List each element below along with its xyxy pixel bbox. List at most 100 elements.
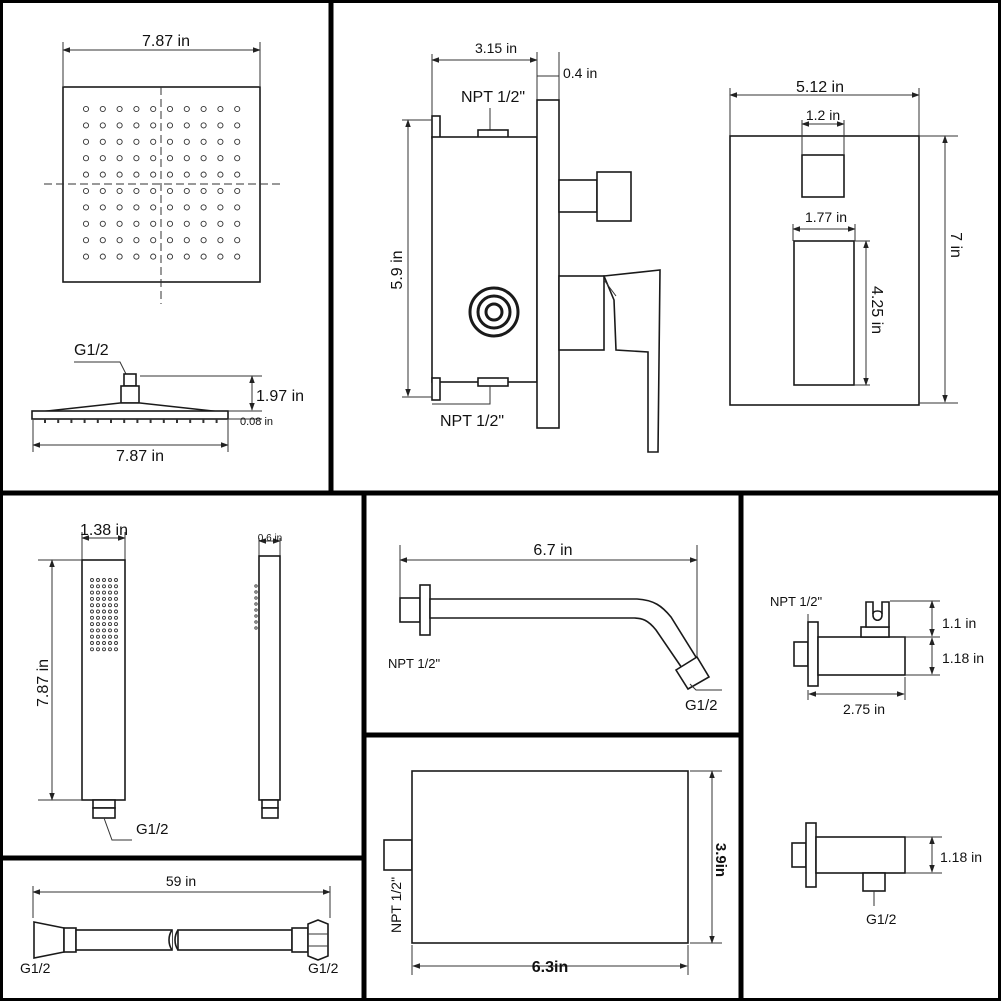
nozzle-dot (150, 122, 157, 129)
nozzle-dot (114, 622, 118, 627)
nozzle-dot (102, 641, 106, 645)
hand-shower-width-label: 1.38 in (80, 522, 128, 539)
nozzle-dot (82, 187, 90, 195)
nozzle-dot (133, 204, 140, 211)
nozzle-dot (217, 204, 224, 211)
nozzle-dot (82, 220, 90, 227)
rain-head-height-label: 1.97 in (256, 388, 304, 405)
nozzle-dot (200, 155, 207, 162)
tub-spout-width-label: 6.3in (532, 959, 568, 976)
valve-side-panel: 3.15 in 0.4 in NPT 1/2" 5.9 in NPT 1/2" (389, 40, 661, 453)
nozzle-dot (102, 622, 106, 627)
nozzle-dot (133, 187, 140, 195)
nozzle-dot (217, 187, 224, 195)
nozzle-dot (96, 628, 100, 633)
nozzle-dot (166, 122, 174, 129)
nozzle-dot (200, 253, 207, 260)
nozzle-dot (254, 608, 258, 612)
rain-head-side-width-label: 7.87 in (116, 448, 164, 465)
nozzle-dot (217, 220, 224, 227)
nozzle-dot (217, 237, 224, 244)
nozzle-dot (183, 253, 190, 260)
nozzle-dot (183, 237, 190, 244)
nozzle-dot (99, 138, 106, 145)
nozzle-dot (82, 253, 90, 260)
holder-length-label: 2.75 in (843, 701, 885, 717)
rain-head-width-label: 7.87 in (142, 33, 190, 50)
holder-inlet-label: NPT 1/2" (770, 594, 822, 609)
nozzle-dot (254, 626, 258, 630)
trim-slot-height-label: 4.25 in (868, 286, 885, 334)
nozzle-dot (90, 641, 94, 645)
valve-top-port-label: NPT 1/2" (461, 89, 525, 106)
nozzle-dot (183, 220, 190, 227)
nozzle-dot (254, 596, 258, 600)
hand-shower-side-nozzles (254, 584, 258, 630)
nozzle-dot (96, 647, 100, 652)
nozzle-dot (108, 641, 112, 645)
hand-shower-thickness-label: 0.6 in (258, 533, 282, 544)
nozzle-dot (102, 584, 106, 589)
nozzle-dot (133, 122, 140, 129)
holder-body-height-label: 1.18 in (942, 650, 984, 666)
water-outlet-connector-label: G1/2 (866, 911, 897, 927)
nozzle-dot (234, 122, 241, 129)
nozzle-dot (200, 220, 207, 227)
nozzle-dot (217, 105, 224, 113)
hand-shower-connector-label: G1/2 (136, 821, 169, 838)
nozzle-dot (90, 647, 94, 652)
nozzle-dot (183, 138, 190, 145)
nozzle-dot (116, 237, 123, 244)
nozzle-dot (133, 155, 140, 162)
nozzle-dot (133, 105, 140, 113)
nozzle-dot (82, 237, 90, 244)
nozzle-dot (234, 105, 241, 113)
holder-elbow-panel: NPT 1/2" 1.1 in 1.18 in 2.75 in (770, 594, 984, 717)
rain-shower-head-panel: 7.87 in G1/2 1.97 in 0.08 in 7.87 in (31, 33, 304, 465)
shower-arm-panel: 6.7 in NPT 1/2" G1/2 (388, 542, 722, 714)
nozzle-dot (166, 237, 174, 244)
nozzle-dot (116, 122, 123, 129)
nozzle-dot (108, 628, 112, 633)
nozzle-dot (183, 155, 190, 162)
nozzle-dot (254, 614, 258, 618)
trim-knob (801, 154, 845, 198)
nozzle-dot (96, 603, 100, 608)
nozzle-dot (99, 122, 106, 129)
nozzle-dot (133, 253, 140, 260)
nozzle-dot (114, 628, 118, 633)
tub-spout-inlet-label: NPT 1/2" (388, 877, 404, 933)
nozzle-dot (166, 187, 174, 195)
nozzle-dot (99, 204, 106, 211)
nozzle-dot (234, 204, 241, 211)
nozzle-dot (200, 171, 207, 178)
nozzle-dot (133, 138, 140, 145)
nozzle-dot (96, 641, 100, 645)
nozzle-dot (102, 634, 106, 639)
nozzle-dot (150, 220, 157, 227)
nozzle-dot (108, 647, 112, 652)
nozzle-dot (96, 622, 100, 627)
nozzle-dot (133, 237, 140, 244)
nozzle-dot (234, 253, 241, 260)
valve-trim-plate (536, 99, 560, 429)
rain-head-thickness-label: 0.08 in (240, 416, 273, 428)
nozzle-dot (166, 171, 174, 178)
nozzle-dot (114, 609, 118, 614)
nozzle-dot (200, 138, 207, 145)
nozzle-dot (200, 105, 207, 113)
water-outlet-body (815, 836, 906, 874)
nozzle-dot (108, 596, 112, 601)
valve-bottom-port-label: NPT 1/2" (440, 413, 504, 430)
nozzle-dot (116, 155, 123, 162)
hose-left-connector-label: G1/2 (20, 960, 51, 976)
nozzle-dot (217, 171, 224, 178)
trim-knob-width-label: 1.2 in (806, 107, 840, 123)
hand-shower-front (81, 559, 126, 801)
trim-slot (793, 240, 855, 386)
nozzle-dot (90, 628, 94, 633)
water-outlet-panel: 1.18 in G1/2 (791, 822, 982, 927)
nozzle-dot (114, 590, 118, 595)
